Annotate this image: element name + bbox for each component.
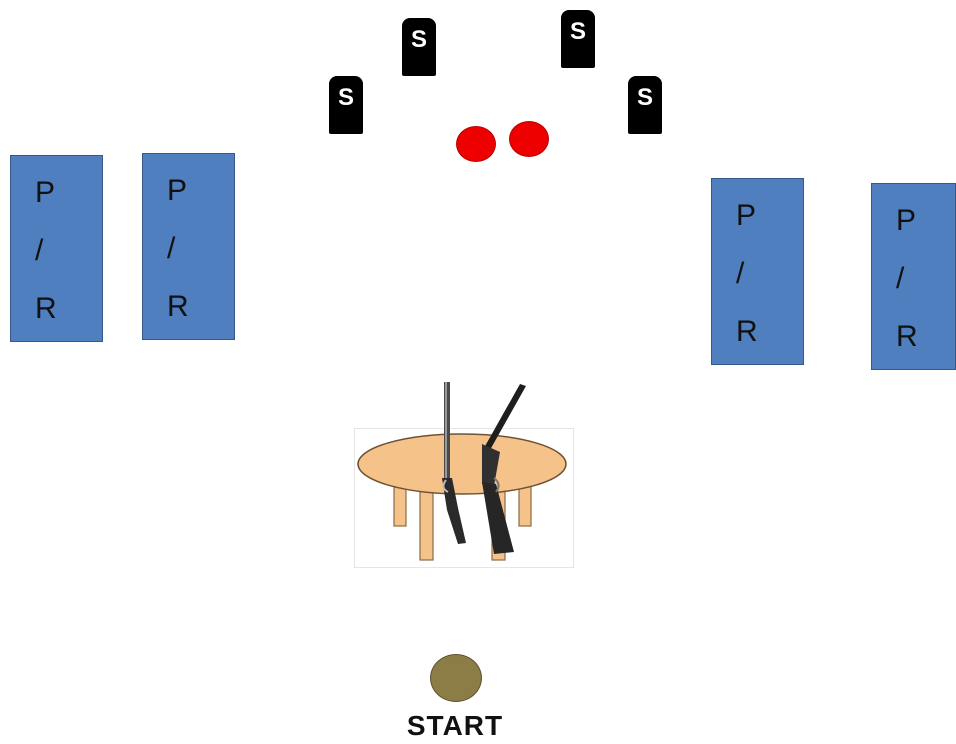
pr-panel: P / R bbox=[711, 178, 804, 365]
pr-panel-line1: P bbox=[896, 204, 917, 237]
steel-target-label: S bbox=[410, 26, 427, 53]
pr-panel-line2: / bbox=[736, 257, 745, 290]
pr-panel-line3: R bbox=[736, 315, 758, 348]
table-with-rifles-illustration bbox=[357, 382, 567, 561]
pr-panel-line2: / bbox=[896, 262, 905, 295]
steel-target: S bbox=[402, 18, 436, 76]
table-leg bbox=[419, 489, 434, 561]
steel-target: S bbox=[561, 10, 595, 68]
steel-target-label: S bbox=[569, 18, 586, 45]
steel-target: S bbox=[329, 76, 363, 134]
pr-panel-line3: R bbox=[167, 290, 189, 323]
pr-panel: P / R bbox=[871, 183, 956, 370]
steel-target-label: S bbox=[636, 84, 653, 111]
rifle-icon bbox=[442, 382, 466, 544]
steel-target-label: S bbox=[337, 84, 354, 111]
rifle-icon bbox=[482, 384, 526, 554]
pr-panel-line3: R bbox=[35, 292, 57, 325]
pr-panel: P / R bbox=[10, 155, 103, 342]
pr-panel-line1: P bbox=[35, 176, 56, 209]
popper-target bbox=[456, 126, 496, 162]
steel-target: S bbox=[628, 76, 662, 134]
pr-panel: P / R bbox=[142, 153, 235, 340]
pr-panel-line1: P bbox=[167, 174, 188, 207]
pr-panel-line1: P bbox=[736, 199, 757, 232]
start-label: START bbox=[406, 710, 504, 741]
tabletop bbox=[357, 433, 567, 495]
popper-target bbox=[509, 121, 549, 157]
pr-panel-line3: R bbox=[896, 320, 918, 353]
pr-panel-line2: / bbox=[35, 234, 44, 267]
start-marker-icon bbox=[430, 654, 482, 702]
pr-panel-line2: / bbox=[167, 232, 176, 265]
